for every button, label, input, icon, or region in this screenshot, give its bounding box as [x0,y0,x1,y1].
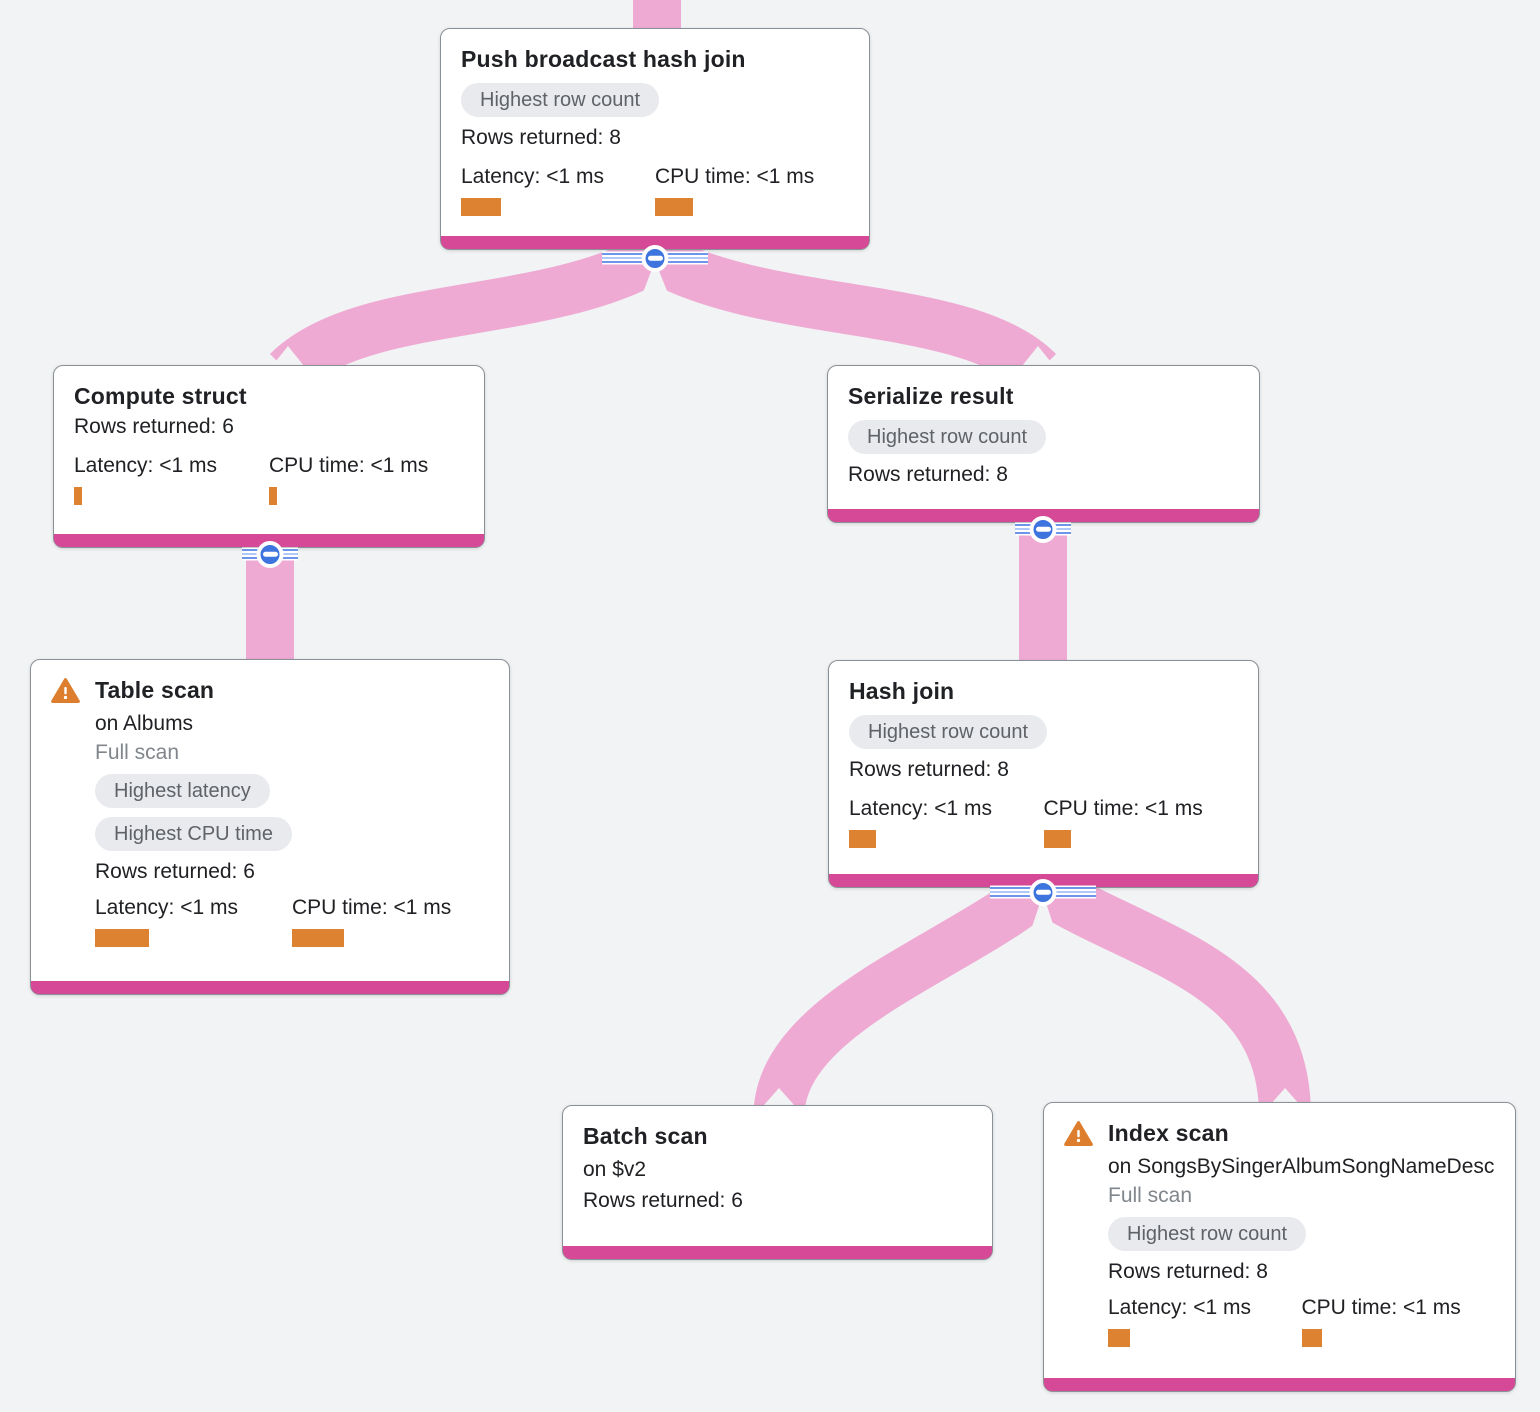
edge-push-to-compute-struct [269,235,665,391]
badge-highest-row-count: Highest row count [1108,1217,1307,1251]
plan-node-batch-scan[interactable]: Batch scan on $v2 Rows returned: 6 [562,1105,993,1260]
latency-bar [95,929,149,947]
cpu-time-label: CPU time: <1 ms [1043,797,1203,820]
node-accent-bar [563,1246,992,1259]
badge-highest-row-count: Highest row count [461,83,660,117]
edge-fork-gap-push [622,261,690,348]
cpu-time-label: CPU time: <1 ms [1301,1296,1461,1319]
edge-hash-to-index-scan [1036,868,1311,1117]
node-subtitle: on SongsBySingerAlbumSongNameDesc [1108,1155,1495,1178]
collapse-button-serialize-result[interactable] [1015,515,1071,543]
rows-returned: Rows returned: 6 [74,415,234,438]
latency-label: Latency: <1 ms [74,454,217,477]
cpu-time-bar [1043,830,1071,848]
collapse-button-compute-struct[interactable] [242,540,298,568]
plan-node-compute-struct[interactable]: Compute struct Rows returned: 6 Latency:… [53,365,485,548]
latency-label: Latency: <1 ms [849,797,992,820]
plan-node-index-scan[interactable]: Index scan on SongsBySingerAlbumSongName… [1043,1102,1516,1392]
plan-node-hash-join[interactable]: Hash join Highest row count Rows returne… [828,660,1259,888]
latency-bar [74,487,82,505]
minus-circle-icon [1029,515,1057,543]
rows-returned: Rows returned: 8 [848,463,1008,486]
collapse-button-push-broadcast[interactable] [602,244,708,272]
cpu-time-bar [655,198,693,216]
cpu-time-bar [269,487,277,505]
rows-returned: Rows returned: 6 [583,1189,743,1212]
minus-circle-icon [256,540,284,568]
cpu-time-label: CPU time: <1 ms [292,896,452,919]
node-title: Table scan [95,676,215,703]
latency-bar [1108,1329,1130,1347]
latency-label: Latency: <1 ms [461,165,604,188]
scan-type-label: Full scan [95,741,180,764]
edge-fork-gap-hash [1013,894,1073,984]
node-title: Serialize result [848,382,1014,409]
latency-bar [461,198,501,216]
cpu-time-bar [292,929,344,947]
node-title: Hash join [849,677,955,704]
cpu-time-bar [1301,1329,1322,1347]
node-title: Push broadcast hash join [461,45,746,72]
rows-returned: Rows returned: 8 [1108,1260,1268,1283]
rows-returned: Rows returned: 8 [849,758,1009,781]
rows-returned: Rows returned: 6 [95,860,255,883]
minus-circle-icon [641,244,669,272]
edge-push-to-serialize-result [645,235,1057,392]
cpu-time-label: CPU time: <1 ms [269,454,429,477]
plan-node-serialize-result[interactable]: Serialize result Highest row count Rows … [827,365,1260,523]
scan-type-label: Full scan [1108,1184,1193,1207]
badge-highest-cpu-time: Highest CPU time [95,817,292,851]
node-subtitle: on $v2 [583,1158,647,1181]
node-title: Batch scan [583,1122,708,1149]
collapse-button-hash-join[interactable] [990,878,1096,906]
badge-highest-latency: Highest latency [95,774,270,808]
rows-returned: Rows returned: 8 [461,126,621,149]
node-title: Compute struct [74,382,247,409]
warning-icon [1064,1120,1093,1147]
edge-hash-to-batch-scan [753,871,1053,1118]
badge-highest-row-count: Highest row count [849,715,1048,749]
latency-label: Latency: <1 ms [1108,1296,1251,1319]
plan-node-push-broadcast-hash-join[interactable]: Push broadcast hash join Highest row cou… [440,28,870,250]
warning-icon [51,677,80,704]
node-subtitle: on Albums [95,712,194,735]
node-accent-bar [31,981,509,994]
node-accent-bar [1044,1378,1515,1391]
badge-highest-row-count: Highest row count [848,420,1047,454]
cpu-time-label: CPU time: <1 ms [655,165,815,188]
plan-node-table-scan[interactable]: Table scan on Albums Full scan Highest l… [30,659,510,995]
latency-label: Latency: <1 ms [95,896,238,919]
node-accent-bar [441,236,869,249]
node-title: Index scan [1108,1119,1229,1146]
minus-circle-icon [1029,878,1057,906]
latency-bar [849,830,876,848]
